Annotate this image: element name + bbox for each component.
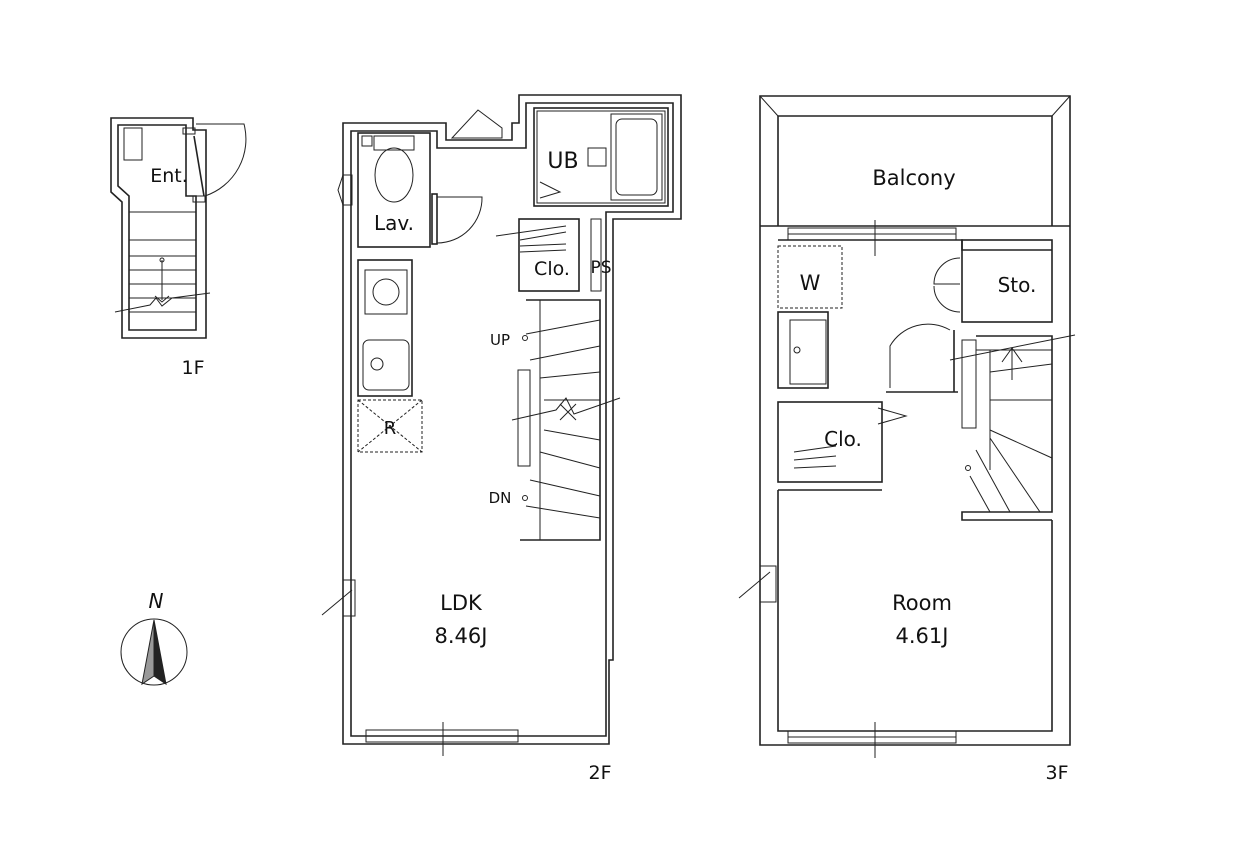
floor-2f-inner-wall (350, 102, 674, 737)
closet-3f-door-mark (877, 407, 908, 425)
room-label: Room (892, 591, 952, 615)
refrigerator-space (357, 399, 423, 453)
storage-walls (961, 239, 1053, 323)
storage-label: Sto. (998, 273, 1037, 297)
door-jamb-bottom (192, 195, 206, 203)
toilet-bowl (374, 147, 414, 203)
balcony-label: Balcony (872, 166, 955, 190)
closet-3f-label: Clo. (824, 427, 862, 451)
floor-2f-label: 2F (588, 762, 611, 784)
door-jamb-top (182, 127, 196, 135)
stair-2f (511, 299, 621, 541)
closet-2f-label: Clo. (534, 258, 570, 280)
pipe-space (590, 218, 602, 292)
floor-1f-outline (110, 117, 207, 339)
lavatory-window (337, 174, 353, 206)
floor-3f-label: 3F (1045, 762, 1068, 784)
compass-circle (120, 618, 188, 686)
stair-down-label: DN (489, 489, 512, 507)
unit-bath-label: UB (547, 149, 578, 174)
toilet-tank (373, 135, 415, 151)
floor-1f: Ent. 1F (110, 117, 247, 379)
ldk-size: 8.46J (435, 624, 488, 648)
lavatory-door-swing (436, 196, 483, 244)
bath-window (450, 109, 503, 139)
refrigerator-label: R (384, 418, 397, 439)
unit-bath-walls (533, 107, 669, 207)
room-side-window (759, 565, 777, 603)
closet-2f-hanger (495, 225, 567, 253)
vanity (777, 311, 829, 389)
entrance-door-leaf (193, 135, 205, 197)
floor-1f-inner-wall (117, 124, 197, 331)
storage-door-lower (933, 285, 961, 313)
entrance-label: Ent. (150, 165, 188, 187)
ldk-label: LDK (440, 591, 483, 615)
shoe-cabinet (123, 127, 143, 161)
washer-label: W (800, 271, 821, 295)
washer-space (777, 245, 843, 309)
room-inner-wall (777, 490, 1053, 732)
compass-needle-left (141, 619, 155, 686)
floor-1f-label: 1F (181, 357, 204, 379)
ldk-side-window (342, 579, 356, 617)
floor-2f-outline (342, 94, 682, 745)
entrance-door-swing (196, 123, 247, 197)
north-compass: N (120, 589, 188, 686)
stair-up-label: UP (490, 331, 510, 349)
stove (364, 269, 408, 315)
compass-needle-right (153, 619, 167, 686)
bath-sink (587, 147, 607, 167)
bath-door-mark (539, 181, 562, 199)
closet-3f-hanger (793, 445, 837, 469)
stair-3f (961, 335, 1053, 521)
kitchen-sink (362, 339, 410, 391)
floor-2f: UB Lav. Clo. PS R (321, 94, 682, 784)
kitchen-counter (357, 259, 413, 397)
bathtub (610, 113, 663, 201)
floor-3f: Balcony W Sto. Clo. (738, 95, 1076, 784)
lavatory-label: Lav. (374, 211, 414, 235)
closet-3f-walls (777, 401, 883, 483)
lavatory-walls (357, 132, 431, 248)
closet-2f-walls (518, 218, 580, 292)
storage-door-upper (933, 257, 961, 285)
room-size: 4.61J (896, 624, 949, 648)
stair-1f (114, 211, 211, 313)
compass-north-label: N (149, 589, 164, 613)
hall-door-swing (889, 323, 951, 388)
pipe-space-label: PS (590, 258, 611, 278)
floor-3f-outline (759, 95, 1071, 746)
